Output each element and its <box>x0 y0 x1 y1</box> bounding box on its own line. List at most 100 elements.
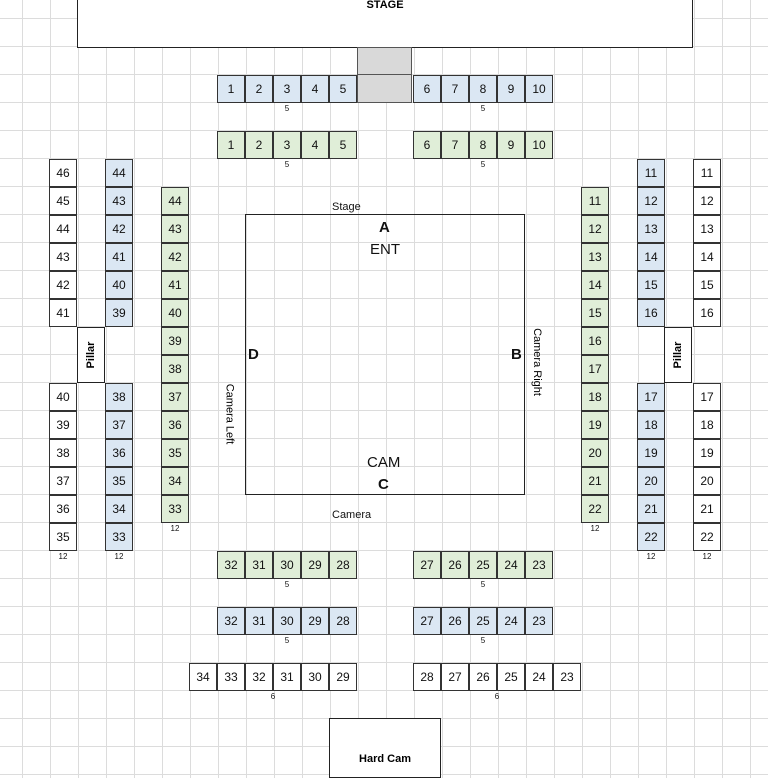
seat-right-white-lower[interactable]: 21 <box>693 495 721 523</box>
seat-right-green[interactable]: 14 <box>581 271 609 299</box>
seat-right-white-lower[interactable]: 19 <box>693 439 721 467</box>
seat-bottom-blue-right[interactable]: 24 <box>497 607 525 635</box>
seat-right-blue-lower[interactable]: 18 <box>637 411 665 439</box>
seat-right-white-upper[interactable]: 15 <box>693 271 721 299</box>
seat-left-blue-lower[interactable]: 38 <box>105 383 133 411</box>
seat-left-green[interactable]: 37 <box>161 383 189 411</box>
seat-right-blue-upper[interactable]: 16 <box>637 299 665 327</box>
seat-left-blue-upper[interactable]: 43 <box>105 187 133 215</box>
seat-left-blue-upper[interactable]: 40 <box>105 271 133 299</box>
seat-right-blue-upper[interactable]: 11 <box>637 159 665 187</box>
seat-left-blue-lower[interactable]: 37 <box>105 411 133 439</box>
seat-left-green[interactable]: 40 <box>161 299 189 327</box>
seat-right-green[interactable]: 17 <box>581 355 609 383</box>
seat-top-blue-right[interactable]: 6 <box>413 75 441 103</box>
seat-left-green[interactable]: 34 <box>161 467 189 495</box>
seat-bottom-green-left[interactable]: 28 <box>329 551 357 579</box>
seat-right-blue-lower[interactable]: 22 <box>637 523 665 551</box>
seat-top-green-left[interactable]: 1 <box>217 131 245 159</box>
seat-top-blue-right[interactable]: 9 <box>497 75 525 103</box>
seat-top-blue-right[interactable]: 10 <box>525 75 553 103</box>
seat-left-blue-lower[interactable]: 33 <box>105 523 133 551</box>
seat-bottom-green-left[interactable]: 29 <box>301 551 329 579</box>
seat-left-white-upper[interactable]: 45 <box>49 187 77 215</box>
seat-right-green[interactable]: 12 <box>581 215 609 243</box>
seat-bottom-blue-right[interactable]: 23 <box>525 607 553 635</box>
seat-left-white-lower[interactable]: 38 <box>49 439 77 467</box>
seat-bottom-white-left[interactable]: 34 <box>189 663 217 691</box>
seat-top-blue-right[interactable]: 8 <box>469 75 497 103</box>
seat-bottom-blue-right[interactable]: 25 <box>469 607 497 635</box>
seat-top-green-right[interactable]: 7 <box>441 131 469 159</box>
seat-bottom-green-right[interactable]: 27 <box>413 551 441 579</box>
seat-right-white-upper[interactable]: 16 <box>693 299 721 327</box>
seat-bottom-green-right[interactable]: 24 <box>497 551 525 579</box>
seat-left-green[interactable]: 33 <box>161 495 189 523</box>
seat-top-green-left[interactable]: 5 <box>329 131 357 159</box>
seat-left-green[interactable]: 44 <box>161 187 189 215</box>
seat-bottom-white-left[interactable]: 30 <box>301 663 329 691</box>
seat-bottom-white-right[interactable]: 26 <box>469 663 497 691</box>
seat-top-blue-left[interactable]: 5 <box>329 75 357 103</box>
seat-bottom-blue-left[interactable]: 29 <box>301 607 329 635</box>
seat-right-blue-upper[interactable]: 15 <box>637 271 665 299</box>
seat-top-blue-left[interactable]: 1 <box>217 75 245 103</box>
seat-bottom-white-right[interactable]: 25 <box>497 663 525 691</box>
seat-right-green[interactable]: 21 <box>581 467 609 495</box>
seat-top-green-right[interactable]: 8 <box>469 131 497 159</box>
seat-bottom-white-right[interactable]: 28 <box>413 663 441 691</box>
seat-bottom-white-left[interactable]: 32 <box>245 663 273 691</box>
seat-right-blue-lower[interactable]: 19 <box>637 439 665 467</box>
seat-left-white-lower[interactable]: 40 <box>49 383 77 411</box>
seat-right-green[interactable]: 13 <box>581 243 609 271</box>
seat-left-green[interactable]: 35 <box>161 439 189 467</box>
seat-left-white-upper[interactable]: 46 <box>49 159 77 187</box>
seat-left-white-upper[interactable]: 41 <box>49 299 77 327</box>
seat-top-green-left[interactable]: 3 <box>273 131 301 159</box>
seat-right-green[interactable]: 18 <box>581 383 609 411</box>
seat-bottom-blue-left[interactable]: 32 <box>217 607 245 635</box>
seat-bottom-white-right[interactable]: 24 <box>525 663 553 691</box>
seat-right-white-lower[interactable]: 18 <box>693 411 721 439</box>
seat-left-green[interactable]: 39 <box>161 327 189 355</box>
seat-right-blue-upper[interactable]: 14 <box>637 243 665 271</box>
seat-right-white-upper[interactable]: 11 <box>693 159 721 187</box>
seat-right-blue-lower[interactable]: 21 <box>637 495 665 523</box>
seat-right-blue-lower[interactable]: 17 <box>637 383 665 411</box>
seat-bottom-blue-left[interactable]: 31 <box>245 607 273 635</box>
seat-left-green[interactable]: 41 <box>161 271 189 299</box>
seat-right-green[interactable]: 11 <box>581 187 609 215</box>
seat-left-white-lower[interactable]: 36 <box>49 495 77 523</box>
seat-top-blue-left[interactable]: 4 <box>301 75 329 103</box>
seat-left-white-upper[interactable]: 44 <box>49 215 77 243</box>
seat-bottom-white-right[interactable]: 23 <box>553 663 581 691</box>
seat-left-green[interactable]: 36 <box>161 411 189 439</box>
seat-bottom-white-left[interactable]: 33 <box>217 663 245 691</box>
seat-left-blue-lower[interactable]: 36 <box>105 439 133 467</box>
seat-right-green[interactable]: 22 <box>581 495 609 523</box>
seat-left-blue-upper[interactable]: 42 <box>105 215 133 243</box>
seat-top-green-left[interactable]: 4 <box>301 131 329 159</box>
seat-bottom-green-right[interactable]: 26 <box>441 551 469 579</box>
seat-right-blue-lower[interactable]: 20 <box>637 467 665 495</box>
seat-left-blue-upper[interactable]: 44 <box>105 159 133 187</box>
seat-top-green-right[interactable]: 6 <box>413 131 441 159</box>
seat-bottom-blue-right[interactable]: 26 <box>441 607 469 635</box>
seat-right-white-upper[interactable]: 14 <box>693 243 721 271</box>
seat-right-white-upper[interactable]: 13 <box>693 215 721 243</box>
seat-left-white-upper[interactable]: 43 <box>49 243 77 271</box>
seat-right-white-lower[interactable]: 20 <box>693 467 721 495</box>
seat-bottom-blue-left[interactable]: 28 <box>329 607 357 635</box>
seat-left-white-lower[interactable]: 35 <box>49 523 77 551</box>
seat-top-blue-left[interactable]: 2 <box>245 75 273 103</box>
seat-top-blue-right[interactable]: 7 <box>441 75 469 103</box>
seat-bottom-green-left[interactable]: 30 <box>273 551 301 579</box>
seat-right-green[interactable]: 16 <box>581 327 609 355</box>
seat-left-blue-upper[interactable]: 41 <box>105 243 133 271</box>
seat-right-white-lower[interactable]: 22 <box>693 523 721 551</box>
seat-right-white-upper[interactable]: 12 <box>693 187 721 215</box>
seat-bottom-white-right[interactable]: 27 <box>441 663 469 691</box>
seat-right-white-lower[interactable]: 17 <box>693 383 721 411</box>
seat-left-blue-lower[interactable]: 35 <box>105 467 133 495</box>
seat-bottom-blue-right[interactable]: 27 <box>413 607 441 635</box>
